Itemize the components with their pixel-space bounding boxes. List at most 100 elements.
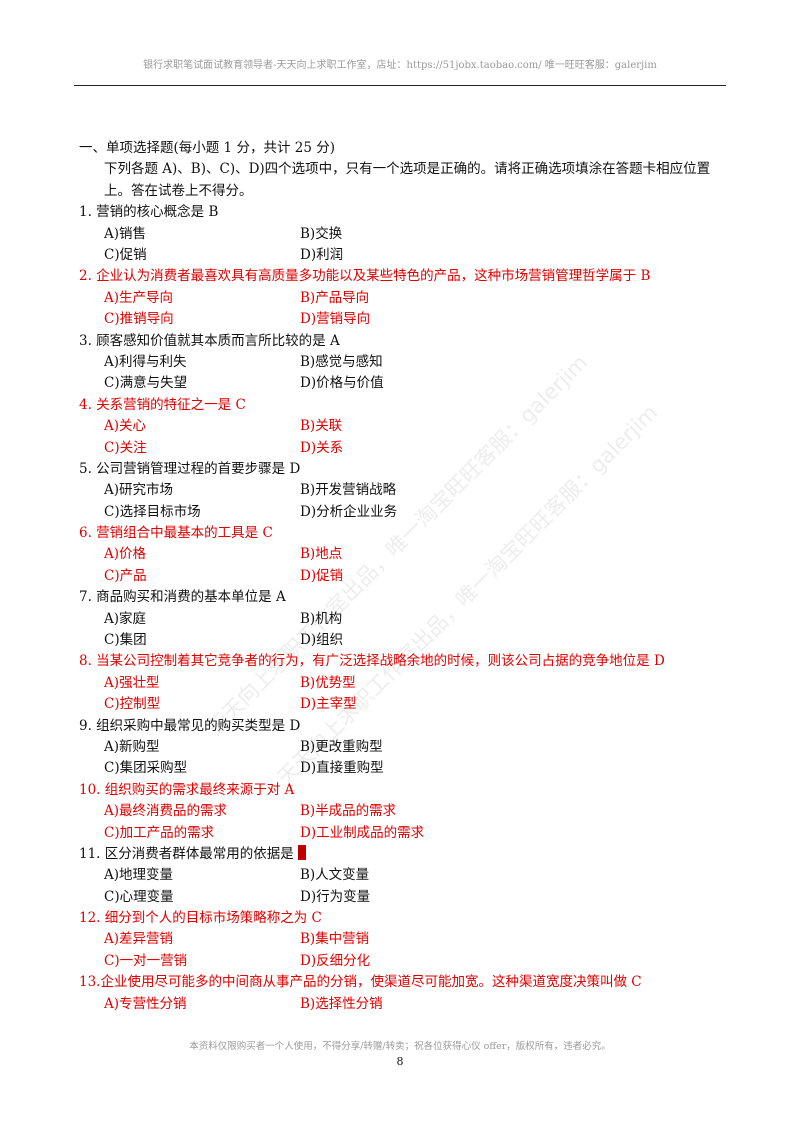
option-row: C)满意与失望 D)价格与价值 <box>0 373 800 394</box>
answer-option: D)组织 <box>300 632 344 649</box>
answer-option: A)关心 <box>104 418 147 435</box>
question-stem-text: 3. 顾客感知价值就其本质而言所比较的是 A <box>79 332 340 349</box>
option-row: C)一对一营销 D)反细分化 <box>0 951 800 972</box>
answer-option: C)产品 <box>104 567 147 584</box>
answer-option: B)交换 <box>300 225 343 242</box>
option-row: C)控制型 D)主宰型 <box>0 694 800 715</box>
section-title: 一、单项选择题(每小题 1 分，共计 25 分) <box>79 140 335 156</box>
answer-option: A)销售 <box>104 225 147 242</box>
answer-option: D)关系 <box>300 439 344 456</box>
question-stem: 5. 公司营销管理过程的首要步骤是 D <box>0 459 800 480</box>
header-divider <box>74 85 726 86</box>
answer-option: B)选择性分销 <box>300 995 383 1012</box>
answer-option: C)推销导向 <box>104 311 174 328</box>
answer-option: B)更改重购型 <box>300 738 383 755</box>
answer-option: C)关注 <box>104 439 147 456</box>
answer-option: D)主宰型 <box>300 696 357 713</box>
question-stem: 2. 企业认为消费者最喜欢具有高质量多功能以及某些特色的产品，这种市场营销管理哲… <box>0 266 800 287</box>
answer-option: C)集团采购型 <box>104 760 188 777</box>
answer-option: C)控制型 <box>104 696 161 713</box>
answer-option: C)满意与失望 <box>104 375 188 392</box>
option-row: A)专营性分销 B)选择性分销 <box>0 994 800 1015</box>
answer-option: B)半成品的需求 <box>300 803 397 820</box>
question-stem: 13.企业使用尽可能多的中间商从事产品的分销，使渠道尽可能加宽。这种渠道宽度决策… <box>0 972 800 993</box>
answer-option: A)差异营销 <box>104 931 174 948</box>
question-stem: 8. 当某公司控制着其它竞争者的行为，有广泛选择战略余地的时候，则该公司占据的竞… <box>0 651 800 672</box>
answer-option: B)人文变量 <box>300 867 370 884</box>
question-stem-text: 9. 组织采购中最常见的购买类型是 D <box>79 717 301 734</box>
exam-content: 一、单项选择题(每小题 1 分，共计 25 分) 下列各题 A)、B)、C)、D… <box>0 138 800 1015</box>
answer-option: B)地点 <box>300 546 343 563</box>
answer-option: A)地理变量 <box>104 867 174 884</box>
page-footer-text: 本资料仅限购买者一个人使用，不得分享/转赠/转卖；祝各位获得心仪 offer，版… <box>189 1041 611 1052</box>
question-stem-text: 10. 组织购买的需求最终来源于对 A <box>79 781 295 798</box>
answer-option: D)促销 <box>300 567 344 584</box>
option-row: A)强壮型 B)优势型 <box>0 673 800 694</box>
question-stem-text: 8. 当某公司控制着其它竞争者的行为，有广泛选择战略余地的时候，则该公司占据的竞… <box>79 653 665 670</box>
answer-option: A)家庭 <box>104 610 147 627</box>
option-row: A)销售 B)交换 <box>0 224 800 245</box>
question-stem-text: 7. 商品购买和消费的基本单位是 A <box>79 589 286 606</box>
option-row: C)选择目标市场 D)分析企业业务 <box>0 502 800 523</box>
question-stem-text: 2. 企业认为消费者最喜欢具有高质量多功能以及某些特色的产品，这种市场营销管理哲… <box>79 268 651 285</box>
answer-option: A)强壮型 <box>104 674 160 691</box>
option-row: A)地理变量 B)人文变量 <box>0 865 800 886</box>
answer-option: D)行为变量 <box>300 888 371 905</box>
option-row: C)集团 D)组织 <box>0 630 800 651</box>
answer-option: D)利润 <box>300 246 344 263</box>
question-stem-text: 12. 细分到个人的目标市场策略称之为 C <box>79 910 322 927</box>
question-stem-text: 6. 营销组合中最基本的工具是 C <box>79 525 273 542</box>
answer-option: D)工业制成品的需求 <box>300 824 425 841</box>
question-stem: 6. 营销组合中最基本的工具是 C <box>0 523 800 544</box>
answer-option: B)开发营销战略 <box>300 482 397 499</box>
question-stem: 3. 顾客感知价值就其本质而言所比较的是 A <box>0 331 800 352</box>
answer-option: C)加工产品的需求 <box>104 824 215 841</box>
option-row: C)产品 D)促销 <box>0 566 800 587</box>
option-row: C)关注 D)关系 <box>0 438 800 459</box>
question-stem-text: 11. 区分消费者群体最常用的依据是 <box>79 845 294 862</box>
question-stem: 7. 商品购买和消费的基本单位是 A <box>0 587 800 608</box>
option-row: A)研究市场 B)开发营销战略 <box>0 480 800 501</box>
question-stem: 12. 细分到个人的目标市场策略称之为 C <box>0 908 800 929</box>
answer-option: A)专营性分销 <box>104 995 187 1012</box>
answer-option: C)一对一营销 <box>104 952 188 969</box>
answer-option: D)营销导向 <box>300 311 371 328</box>
option-row: A)利得与利失 B)感觉与感知 <box>0 352 800 373</box>
question-stem: 9. 组织采购中最常见的购买类型是 D <box>0 716 800 737</box>
answer-option: D)反细分化 <box>300 952 371 969</box>
answer-option: C)促销 <box>104 246 147 263</box>
question-stem: 1. 营销的核心概念是 B <box>0 202 800 223</box>
answer-option: B)关联 <box>300 418 343 435</box>
answer-option: B)感觉与感知 <box>300 353 383 370</box>
answer-option: A)生产导向 <box>104 289 174 306</box>
question-stem-text: 5. 公司营销管理过程的首要步骤是 D <box>79 460 301 477</box>
answer-option: B)机构 <box>300 610 343 627</box>
answer-option: C)集团 <box>104 632 147 649</box>
answer-option: C)心理变量 <box>104 888 174 905</box>
answer-option: A)价格 <box>104 546 147 563</box>
answer-option: B)优势型 <box>300 674 356 691</box>
page-header-text: 银行求职笔试面试教育领导者-天天向上求职工作室，店址：https://51job… <box>143 60 657 71</box>
option-row: A)关心 B)关联 <box>0 416 800 437</box>
section-instruction: 下列各题 A)、B)、C)、D)四个选项中，只有一个选项是正确的。请将正确选项填… <box>104 161 711 199</box>
answer-option: D)分析企业业务 <box>300 503 398 520</box>
question-list: 1. 营销的核心概念是 B A)销售 B)交换 C)促销 D)利润 2. 企业认为消费者最… <box>0 202 800 1015</box>
answer-option: A)新购型 <box>104 738 160 755</box>
question-stem-text: 1. 营销的核心概念是 B <box>79 204 219 221</box>
option-row: C)推销导向 D)营销导向 <box>0 309 800 330</box>
option-row: A)价格 B)地点 <box>0 544 800 565</box>
answer-option: D)价格与价值 <box>300 375 384 392</box>
answer-option: A)利得与利失 <box>104 353 187 370</box>
answer-option: A)研究市场 <box>104 482 174 499</box>
question-stem-text: 13.企业使用尽可能多的中间商从事产品的分销，使渠道尽可能加宽。这种渠道宽度决策… <box>79 974 642 991</box>
answer-option: A)最终消费品的需求 <box>104 803 228 820</box>
option-row: C)心理变量 D)行为变量 <box>0 887 800 908</box>
option-row: A)家庭 B)机构 <box>0 609 800 630</box>
option-row: A)最终消费品的需求 B)半成品的需求 <box>0 801 800 822</box>
answer-option: C)选择目标市场 <box>104 503 201 520</box>
option-row: A)新购型 B)更改重购型 <box>0 737 800 758</box>
